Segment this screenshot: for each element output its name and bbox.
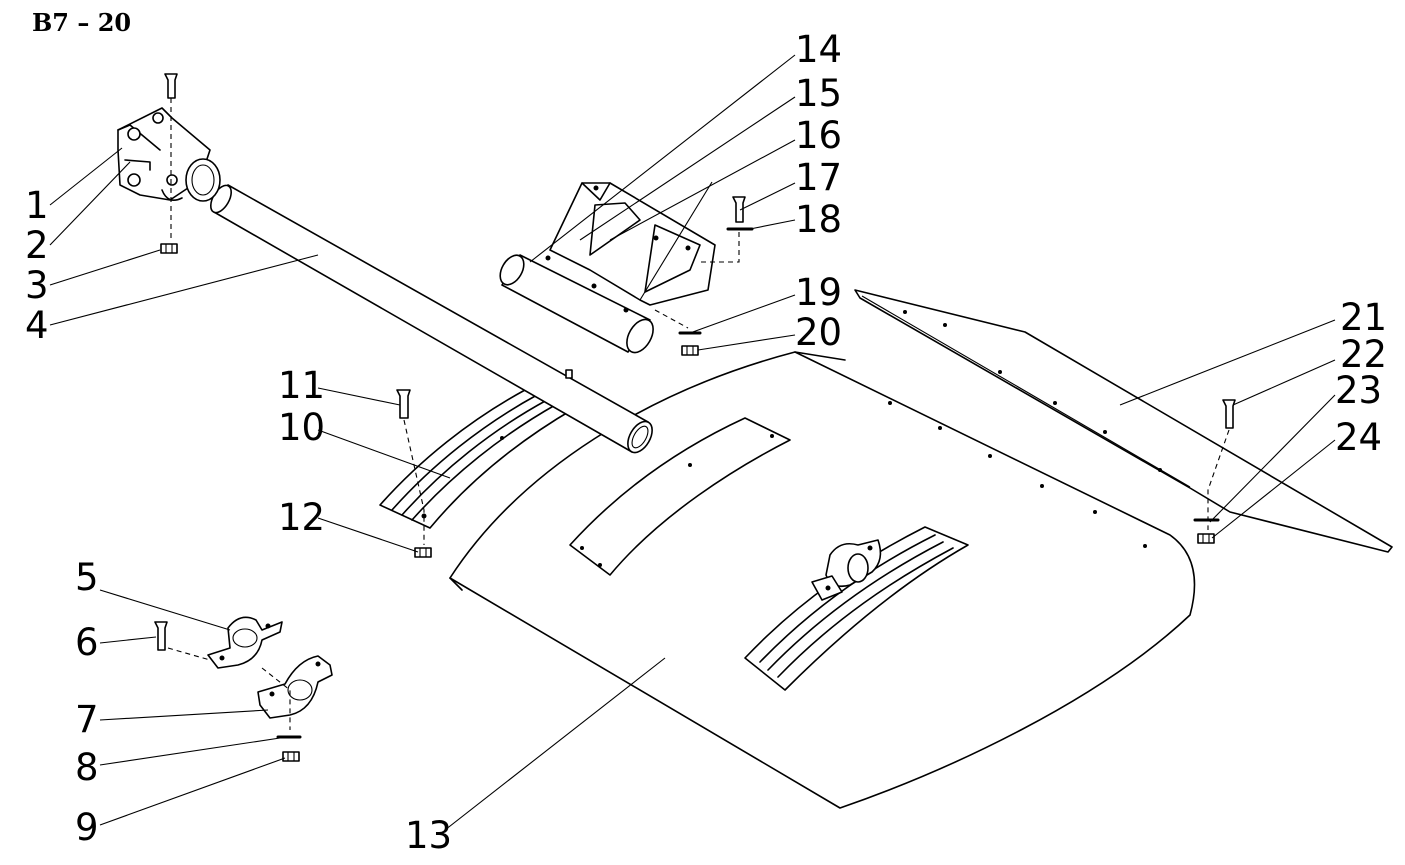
right-rail-assembly — [744, 526, 969, 691]
callout-6: 6 — [75, 621, 99, 664]
callout-11: 11 — [278, 364, 325, 407]
part-24-nut — [1197, 533, 1215, 544]
part-22-bolt — [1222, 399, 1236, 429]
callout-7: 7 — [75, 698, 99, 741]
part-3-nut — [160, 243, 178, 254]
cover-slot — [569, 417, 791, 576]
part-20-nut — [681, 345, 699, 356]
part-9-nut — [282, 751, 300, 762]
callout-14: 14 — [795, 28, 842, 71]
callout-16: 16 — [795, 114, 842, 157]
part-7-clamp-lower — [257, 655, 333, 719]
part-14-16-saddle-bracket — [499, 182, 716, 354]
leader-lines — [49, 54, 1336, 831]
part-10-rail-channel — [379, 389, 576, 529]
part-1-bolt — [164, 73, 178, 99]
callout-3: 3 — [25, 264, 49, 307]
callout-2: 2 — [25, 224, 49, 267]
callout-17: 17 — [795, 156, 842, 199]
part-12-nut — [414, 547, 432, 558]
callout-22: 22 — [1340, 333, 1387, 376]
callout-13: 13 — [405, 814, 452, 857]
part-11-bolt — [396, 389, 411, 419]
callout-1: 1 — [25, 184, 49, 227]
callout-9: 9 — [75, 806, 99, 849]
callout-5: 5 — [75, 556, 99, 599]
part-21-flat-strip — [854, 289, 1393, 553]
callout-10: 10 — [278, 406, 325, 449]
callout-12: 12 — [278, 496, 325, 539]
callout-18: 18 — [795, 198, 842, 241]
callout-19: 19 — [795, 271, 842, 314]
callout-labels: 1 2 3 4 5 6 7 8 9 10 11 12 13 14 15 16 1… — [25, 28, 1387, 857]
part-5-clamp-upper — [207, 616, 283, 669]
callout-8: 8 — [75, 746, 99, 789]
callout-21: 21 — [1340, 296, 1387, 339]
callout-20: 20 — [795, 311, 842, 354]
part-4-tube — [209, 184, 653, 454]
diagram-title: B7 – 20 — [32, 8, 132, 37]
callout-4: 4 — [25, 304, 49, 347]
callout-24: 24 — [1335, 416, 1382, 459]
part-6-bolt — [154, 621, 168, 651]
part-17-bolt — [732, 196, 746, 223]
part-1-2-end-bracket — [117, 107, 221, 202]
callout-23: 23 — [1335, 369, 1382, 412]
callout-15: 15 — [795, 72, 842, 115]
